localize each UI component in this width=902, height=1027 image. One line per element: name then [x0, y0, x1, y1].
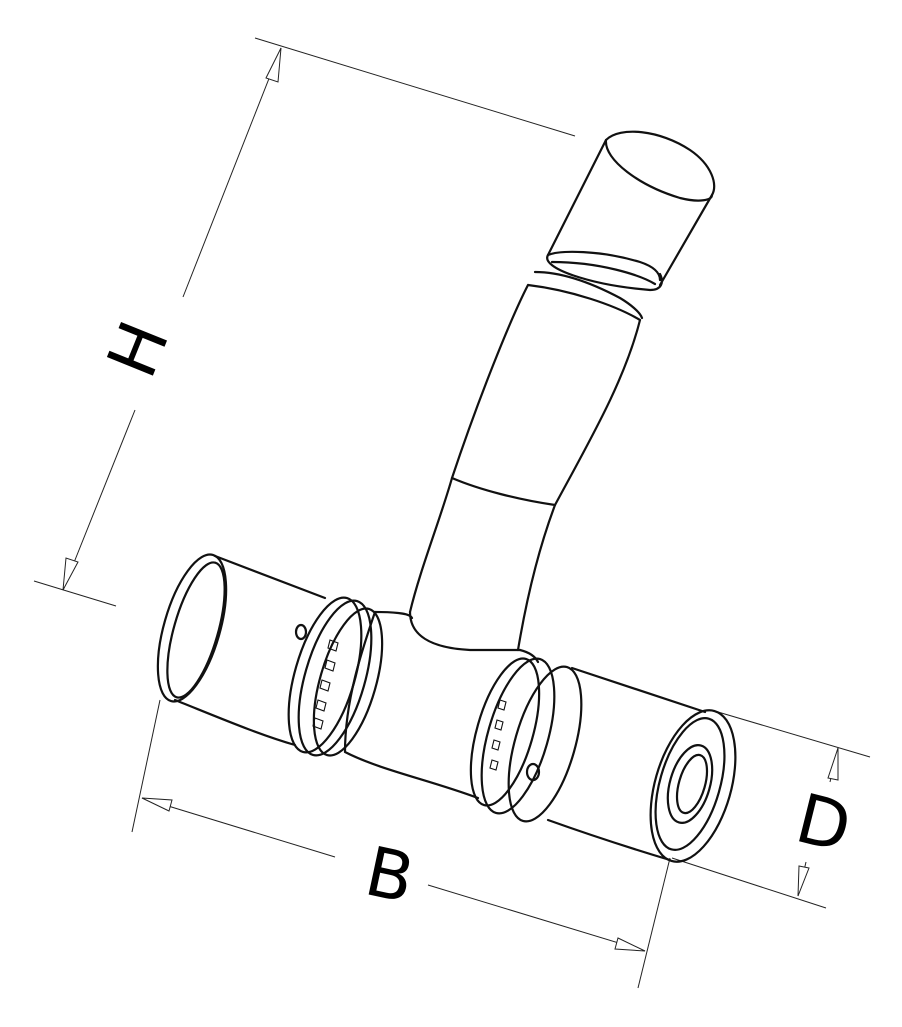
b-arrow-left: [141, 797, 173, 812]
h-extension-line-bottom: [33, 580, 117, 607]
right-crimp-teeth: [489, 699, 507, 771]
left-collar-ring-2: [297, 599, 373, 757]
d-arrow-top: [827, 747, 839, 781]
left-collar-ring-1: [287, 596, 363, 754]
branch-sleeve-cap: [533, 270, 644, 320]
right-collar-ring-2: [480, 657, 556, 815]
b-extension-line-right: [637, 857, 671, 989]
branch-blend: [408, 610, 522, 652]
b-dimension-line-right: [427, 884, 646, 952]
b-extension-line-left: [131, 699, 161, 833]
branch-sleeve: [450, 283, 642, 507]
left-flange-inner: [166, 561, 226, 699]
d-extension-line-bottom: [671, 857, 827, 909]
left-crimp-teeth: [312, 639, 339, 730]
branch-collar: [546, 250, 663, 292]
h-arrow-top: [265, 47, 282, 83]
left-press-sleeve: [156, 553, 384, 757]
left-sleeve-body: [173, 554, 327, 747]
right-bore-inner: [675, 753, 709, 815]
right-flange-outer: [649, 709, 737, 863]
left-collar-ring-3: [312, 607, 384, 757]
b-label: B: [359, 833, 421, 920]
branch-pipe-end: [546, 130, 716, 287]
right-collar-ring-1: [469, 657, 541, 807]
h-label: H: [93, 311, 185, 388]
d-arrow-bottom: [797, 865, 810, 897]
branch-lower-tube: [408, 476, 557, 652]
right-pin: [525, 762, 541, 782]
b-dimension-line-left: [141, 797, 336, 858]
right-sleeve-body: [546, 666, 707, 862]
h-extension-line-top: [254, 37, 576, 137]
h-dimension-line-upper: [182, 47, 282, 298]
b-arrow-right: [614, 937, 646, 952]
branch-pipe: [408, 130, 716, 652]
tee-body: [343, 610, 540, 800]
dimension-b: B: [131, 699, 671, 989]
branch-pipe-end-rim: [604, 138, 714, 202]
right-press-sleeve: [469, 657, 737, 863]
dimension-h: H: [33, 37, 576, 607]
dimension-d: D: [671, 711, 871, 909]
right-collar-ring-3: [507, 665, 583, 823]
h-dimension-line-lower: [62, 409, 136, 591]
left-flange-outer: [156, 553, 228, 703]
right-bore-outer: [666, 744, 714, 824]
tee-body-outline: [343, 610, 540, 800]
left-pin: [294, 623, 308, 641]
h-arrow-bottom: [62, 557, 79, 591]
right-flange-inner: [654, 717, 726, 851]
d-label: D: [788, 780, 858, 869]
d-extension-line-top: [717, 711, 871, 758]
